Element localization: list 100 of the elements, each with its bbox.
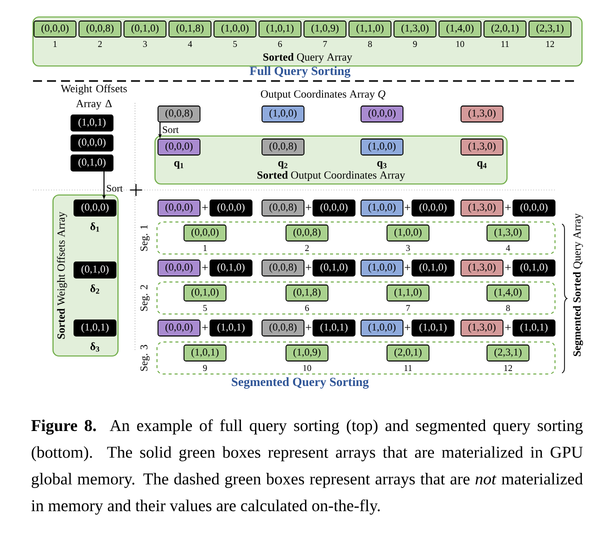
value-cell: (0,1,0)	[412, 260, 454, 276]
value-cell: (0,0,8)	[78, 20, 122, 38]
index-number: 12	[504, 365, 512, 371]
value-cell: (1,1,0)	[348, 20, 392, 38]
value-cell: (0,1,0)	[184, 284, 226, 302]
value-cell: (1,0,0)	[360, 260, 404, 276]
value-cell: (1,0,9)	[286, 344, 328, 362]
value-cell: (0,0,0)	[158, 260, 200, 276]
plus-sign: +	[404, 324, 410, 330]
value-cell: (0,1,0)	[124, 20, 166, 38]
index-label: q$_{3}$	[377, 161, 386, 169]
value-cell: (1,3,0)	[460, 260, 504, 276]
value-cell: (0,0,0)	[158, 200, 200, 216]
dashed-array-box	[156, 282, 556, 314]
value-cell: (1,0,9)	[304, 20, 346, 38]
index-number: 7	[406, 305, 410, 311]
value-cell: (0,1,0)	[70, 154, 114, 172]
value-cell: (1,0,0)	[262, 106, 304, 122]
value-cell: (0,0,0)	[512, 200, 556, 216]
value-cell: (0,0,0)	[184, 224, 226, 242]
index-number: 1	[54, 41, 57, 47]
value-cell: (0,0,0)	[158, 320, 200, 336]
dashed-array-box	[156, 342, 556, 374]
index-number: 8	[368, 40, 372, 48]
value-cell: (1,0,0)	[214, 20, 256, 38]
value-cell: (0,0,8)	[262, 260, 304, 276]
index-number: 6	[305, 304, 309, 311]
value-cell: (1,4,0)	[486, 284, 530, 302]
index-number: 1	[204, 245, 207, 251]
value-cell: (0,0,0)	[158, 138, 200, 156]
value-cell: (1,3,0)	[460, 138, 504, 156]
index-number: 5	[203, 305, 207, 311]
value-cell: (0,0,0)	[34, 20, 76, 38]
index-number: 2	[305, 245, 309, 251]
array-title: Weight Offsets Array Δ	[60, 84, 127, 110]
value-cell: (0,0,0)	[412, 200, 454, 216]
index-number: 4	[506, 245, 510, 251]
index-number: 10	[456, 40, 464, 48]
array-title: Segmented Sorted Query Array	[573, 213, 584, 356]
value-cell: (1,3,0)	[460, 320, 504, 336]
index-label: q$_{1}$	[174, 161, 184, 169]
array-title: Output Coordinates Array Q	[260, 90, 386, 100]
index-number: 6	[278, 40, 282, 48]
value-cell: (0,1,0)	[210, 260, 252, 276]
index-number: 11	[501, 41, 509, 47]
value-cell: (0,1,0)	[512, 260, 556, 276]
value-cell: (1,0,1)	[258, 20, 302, 38]
value-cell: (1,0,1)	[312, 320, 356, 336]
figure-caption: Figure 8. An example of full query sorting (top) and segmented query sorting (bottom). The solid green boxes represent arrays that are materialized in GPU global memory. The dashed green boxes represent arrays that are not materialized in memory and their values are calculated on-the-fly.	[31, 419, 583, 515]
index-number: 4	[188, 41, 192, 47]
value-cell: (1,3,0)	[394, 20, 436, 38]
index-number: 3	[406, 244, 410, 251]
value-cell: (0,0,8)	[262, 320, 304, 336]
value-cell: (0,0,8)	[262, 138, 304, 156]
plus-sign: +	[306, 324, 312, 330]
plus-sign: +	[306, 204, 312, 210]
edge-label: Sort	[106, 184, 123, 192]
value-cell: (1,0,1)	[184, 344, 226, 362]
value-cell: (1,4,0)	[438, 20, 482, 38]
index-number: 5	[233, 41, 237, 47]
value-cell: (0,0,0)	[70, 134, 114, 152]
index-number: 3	[143, 40, 147, 48]
value-cell: (0,1,8)	[168, 20, 212, 38]
plus-sign: +	[505, 264, 511, 270]
index-number: 9	[203, 364, 207, 371]
value-cell: (2,0,1)	[484, 20, 526, 38]
value-cell: (1,3,0)	[460, 106, 504, 122]
index-number: 10	[303, 364, 312, 372]
plus-sign: +	[505, 324, 511, 330]
index-label: q$_{4}$	[477, 161, 487, 169]
value-cell: (0,0,8)	[262, 200, 304, 216]
index-label: δ$_{1}$	[90, 222, 100, 232]
section-title: Segmented Query Sorting	[232, 377, 369, 389]
plus-sign: +	[202, 264, 208, 270]
value-cell: (0,0,0)	[210, 200, 252, 216]
index-number: 2	[98, 41, 102, 47]
index-number: 7	[323, 41, 327, 47]
segment-label: Seg. 2	[140, 285, 150, 311]
segment-label: Seg. 1	[140, 225, 150, 251]
index-label: q$_{2}$	[278, 161, 288, 169]
value-cell: (1,0,1)	[512, 320, 556, 336]
value-cell: (0,0,0)	[74, 200, 116, 216]
value-cell: (1,0,1)	[210, 320, 252, 336]
section-title: Full Query Sorting	[250, 66, 350, 78]
value-cell: (1,3,0)	[460, 200, 504, 216]
value-cell: (2,3,1)	[528, 20, 572, 38]
value-cell: (0,1,8)	[286, 284, 328, 302]
value-cell: (0,0,0)	[360, 106, 404, 122]
plus-sign: +	[202, 324, 208, 330]
plus-sign: +	[505, 204, 511, 210]
value-cell: (1,0,0)	[360, 138, 404, 156]
plus-sign: +	[306, 264, 312, 270]
value-cell: (2,0,1)	[386, 344, 430, 362]
value-cell: (1,0,0)	[360, 320, 404, 336]
index-number: 9	[413, 40, 417, 48]
value-cell: (0,1,0)	[74, 262, 116, 278]
value-cell: (1,0,0)	[360, 200, 404, 216]
edge-label: Sort	[162, 126, 179, 134]
plus-sign: +	[202, 204, 208, 210]
value-cell: (2,3,1)	[486, 344, 530, 362]
